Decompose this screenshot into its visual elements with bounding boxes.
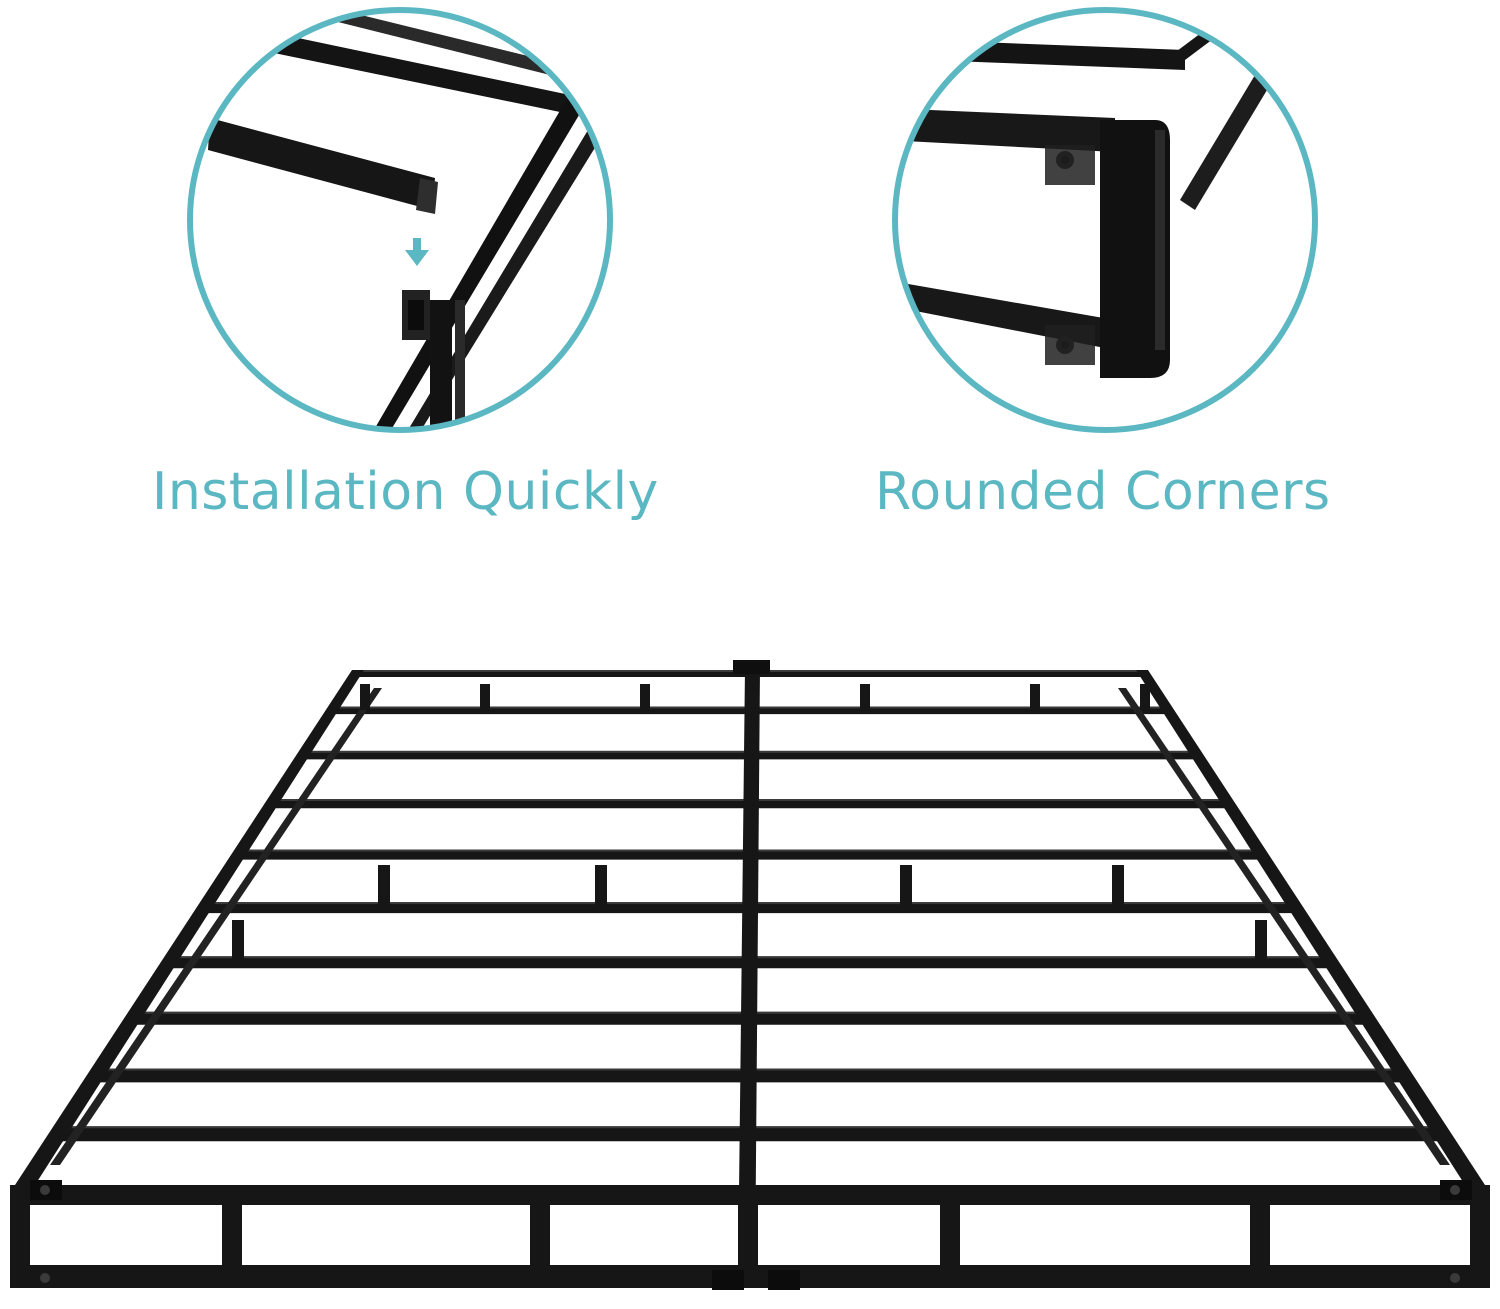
front-leg [530, 1205, 550, 1287]
middle-leg [1112, 865, 1124, 910]
front-leg [738, 1185, 758, 1267]
down-arrow-icon [405, 238, 429, 266]
corner-bracket [768, 1270, 800, 1290]
middle-leg [595, 865, 607, 910]
middle-leg [232, 920, 244, 965]
front-leg [10, 1185, 30, 1267]
middle-leg [378, 865, 390, 910]
middle-leg [900, 865, 912, 910]
back-leg [480, 684, 490, 710]
rounded-corner-detail-circle [892, 7, 1318, 433]
center-spine [738, 668, 760, 1280]
middle-leg [1255, 920, 1267, 965]
right-inner-rail [1118, 688, 1450, 1165]
rounded-corners-label: Rounded Corners [875, 462, 1331, 522]
bolt [40, 1273, 50, 1283]
right-rail [1136, 670, 1485, 1185]
bolt [40, 1185, 50, 1195]
front-leg [940, 1205, 960, 1287]
back-leg [1140, 684, 1150, 710]
front-bottom-rail [10, 1265, 1490, 1288]
bed-frame-image [10, 660, 1490, 1290]
bolt [1450, 1185, 1460, 1195]
back-leg [640, 684, 650, 710]
back-leg [860, 684, 870, 710]
left-rail [15, 670, 364, 1185]
front-leg [1250, 1205, 1270, 1287]
back-leg [1030, 684, 1040, 710]
center-clip [733, 660, 770, 674]
back-leg [360, 684, 370, 710]
front-leg [222, 1205, 242, 1287]
installation-quickly-label: Installation Quickly [152, 462, 659, 522]
installation-detail-circle [187, 7, 613, 433]
left-inner-rail [50, 688, 382, 1165]
bolt [1450, 1273, 1460, 1283]
front-leg [1470, 1185, 1490, 1267]
installation-detail-image [208, 10, 610, 430]
corner-bracket [712, 1270, 744, 1290]
